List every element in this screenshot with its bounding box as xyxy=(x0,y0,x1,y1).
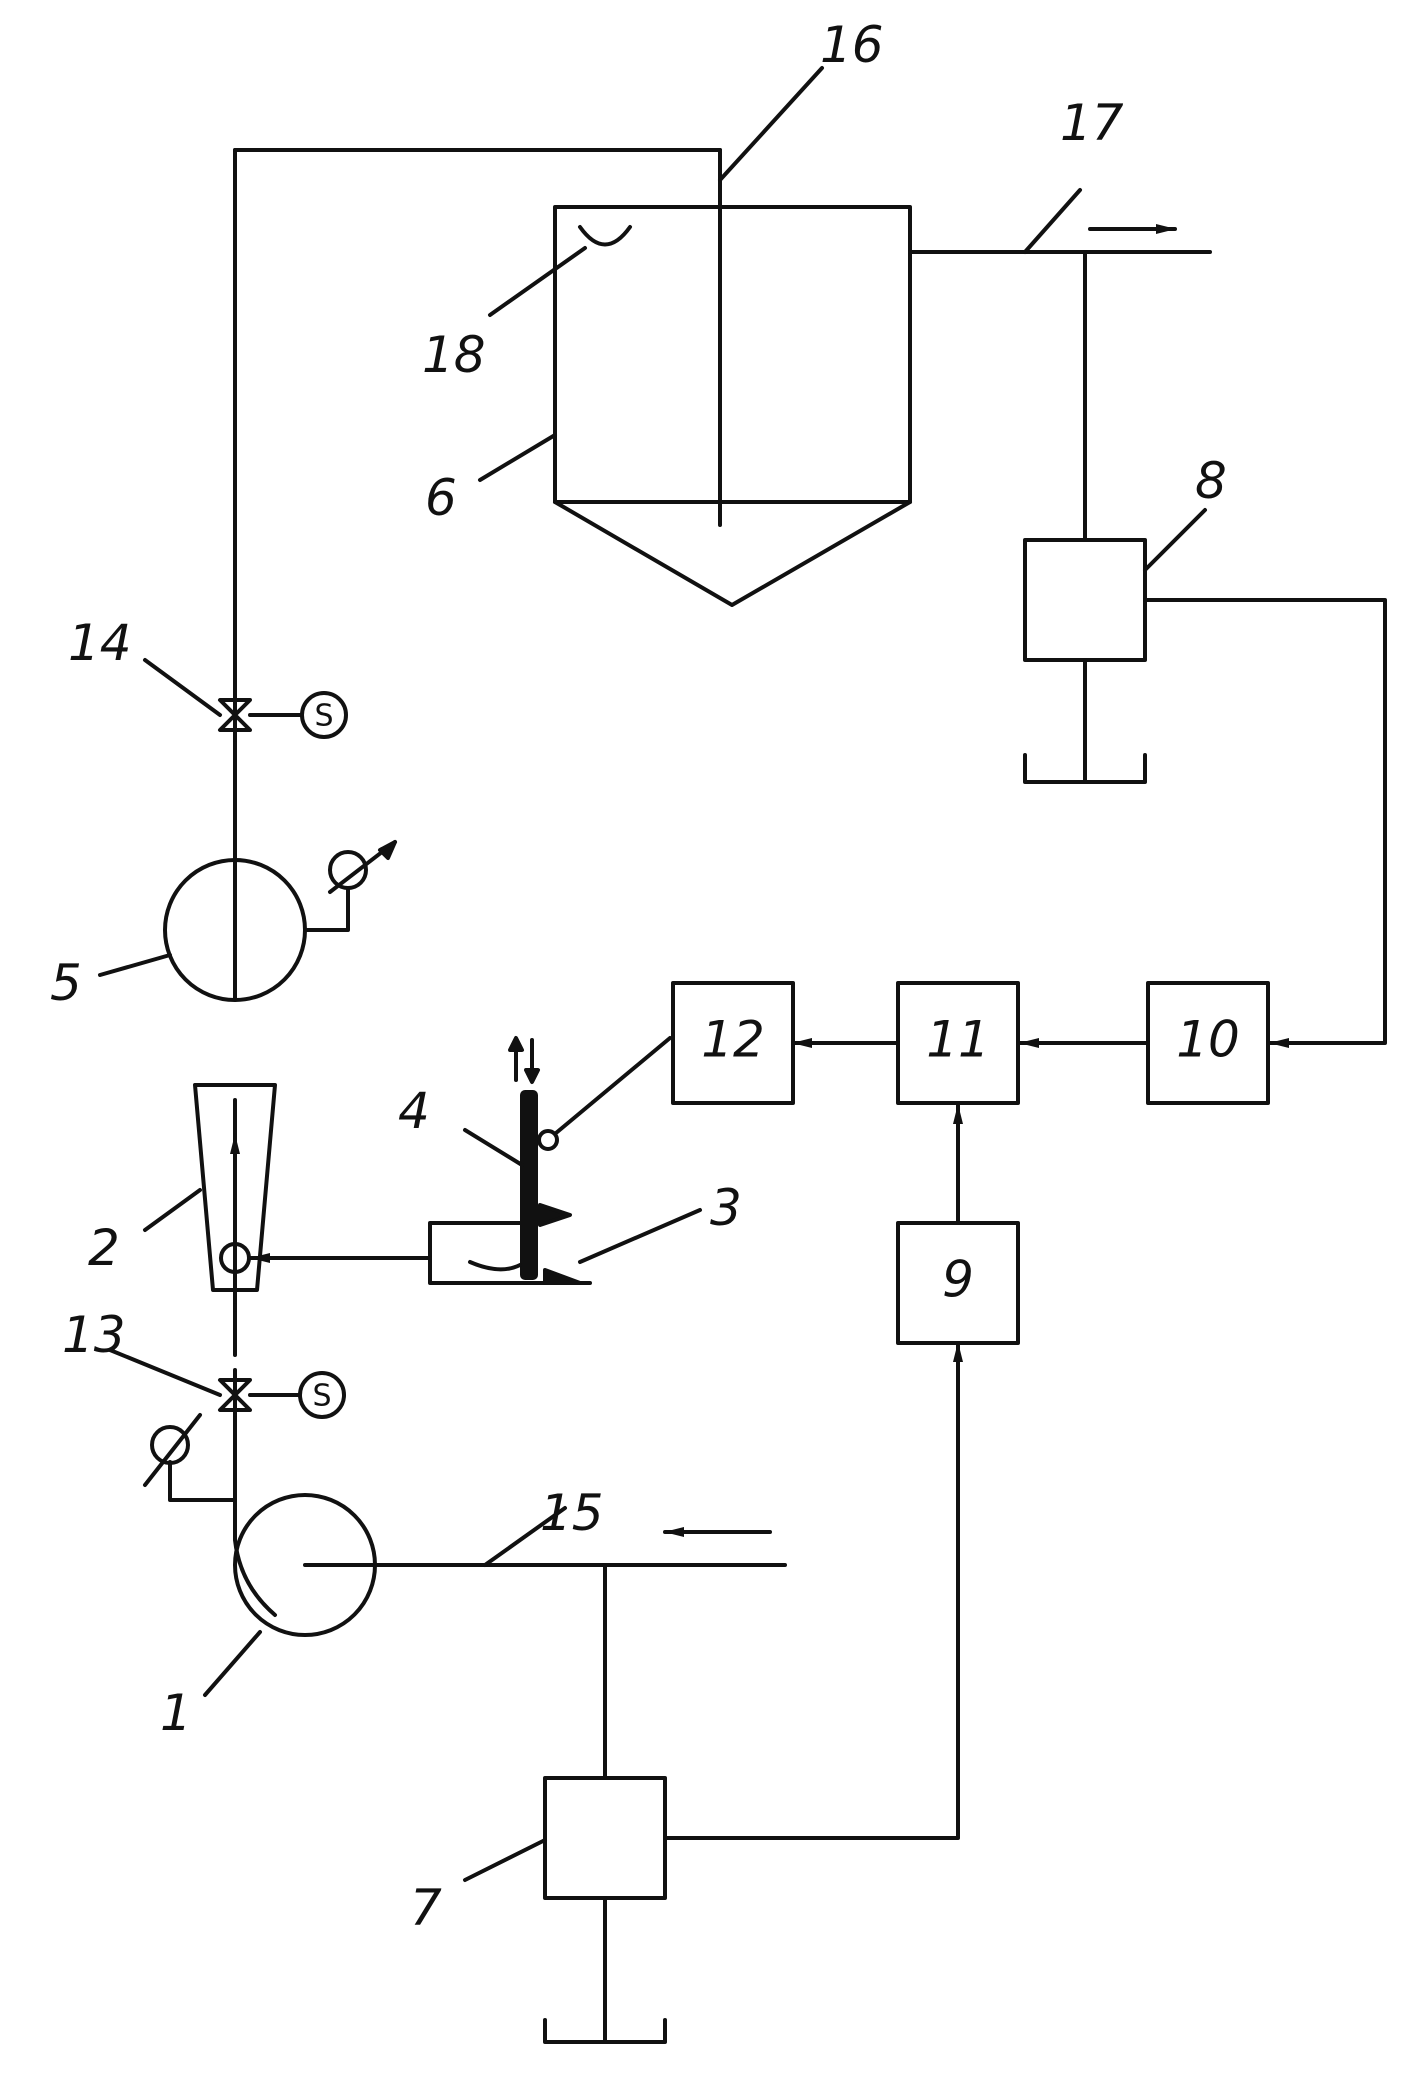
label-13: 13 xyxy=(62,1306,126,1364)
plunger-4 xyxy=(525,1095,533,1275)
label-8: 8 xyxy=(1195,452,1227,510)
tank-6 xyxy=(555,207,910,605)
pressure-gauge-lower xyxy=(145,1415,235,1500)
pump-5 xyxy=(165,842,395,1000)
label-1: 1 xyxy=(160,1684,192,1742)
label-14: 14 xyxy=(68,614,132,672)
label-5: 5 xyxy=(50,954,82,1012)
valve-14-actuator-symbol: S xyxy=(314,699,333,734)
label-15: 15 xyxy=(540,1484,604,1542)
label-6: 6 xyxy=(425,469,457,527)
label-12: 12 xyxy=(701,1011,765,1069)
labels: 1 2 3 4 5 6 7 8 9 10 11 12 13 14 15 16 1… xyxy=(50,16,1240,1937)
label-17: 17 xyxy=(1060,94,1124,152)
label-4: 4 xyxy=(398,1082,430,1140)
label-18: 18 xyxy=(422,326,486,384)
valve-13-actuator-symbol: S xyxy=(312,1379,331,1414)
outlet-line-17 xyxy=(910,229,1210,540)
label-3: 3 xyxy=(710,1179,742,1237)
label-16: 16 xyxy=(820,16,884,74)
label-7: 7 xyxy=(410,1879,442,1937)
valve-13: S xyxy=(220,1373,344,1417)
label-2: 2 xyxy=(88,1219,120,1277)
suction-line-15 xyxy=(305,1532,785,1778)
label-11: 11 xyxy=(926,1011,990,1069)
dosing-device-3 xyxy=(251,1038,670,1283)
valve-14: S xyxy=(220,693,346,737)
sensor-8 xyxy=(1025,540,1385,1043)
level-sensor-18 xyxy=(580,227,630,245)
label-9: 9 xyxy=(942,1251,974,1309)
label-10: 10 xyxy=(1176,1011,1240,1069)
